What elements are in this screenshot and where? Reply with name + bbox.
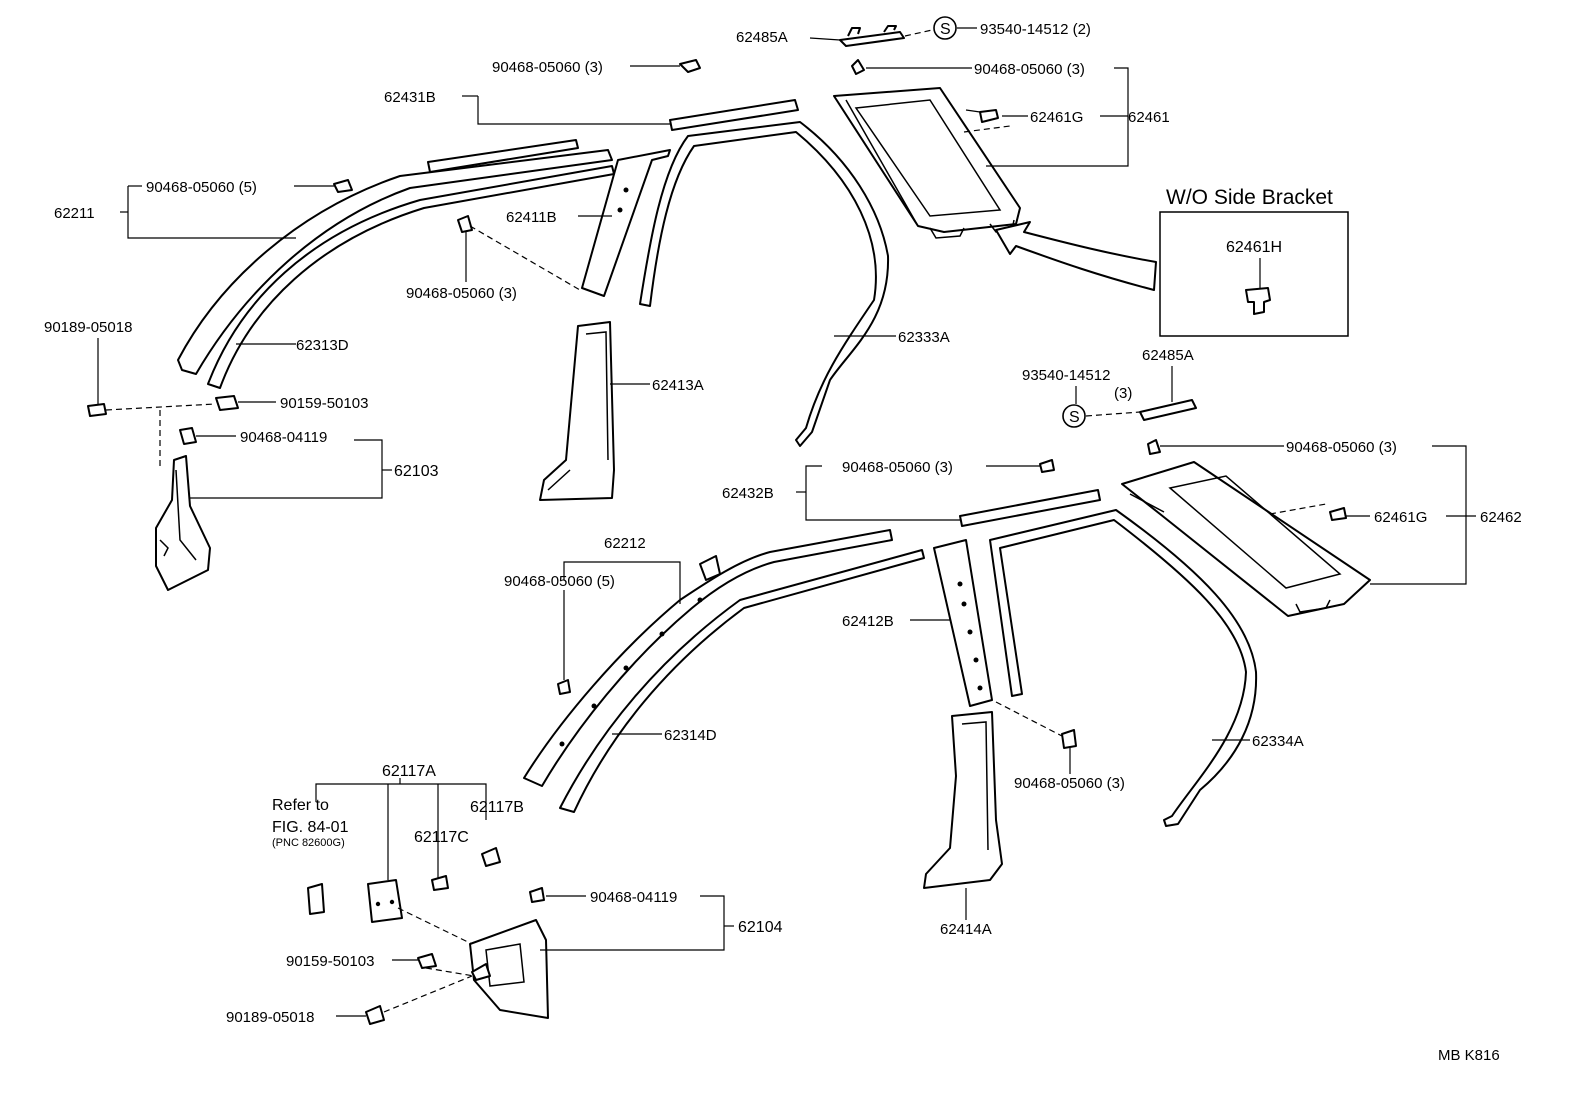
label-62413a: 62413A	[652, 377, 704, 394]
weatherstrip-62333a	[639, 121, 890, 447]
clip-icon	[1061, 729, 1077, 749]
bracket-62485a-mid	[1139, 399, 1197, 421]
label-62461g-bot: 62461G	[1374, 509, 1427, 526]
label-93540-14512-2: 93540-14512 (2)	[980, 21, 1091, 38]
label-62462: 62462	[1480, 509, 1522, 526]
cover-icon	[307, 883, 325, 915]
label-93540-14512: 93540-14512	[1022, 367, 1110, 384]
quarter-trim-62461	[833, 87, 1021, 239]
pillar-garnish-62412b	[933, 539, 993, 707]
label-62313d: 62313D	[296, 337, 349, 354]
clip-icon	[1039, 459, 1055, 473]
label-62117a: 62117A	[382, 763, 436, 780]
molding-62432b	[959, 489, 1101, 527]
label-90468-04119-a: 90468-04119	[240, 429, 327, 446]
label-62333a: 62333A	[898, 329, 950, 346]
label-90468-05060-a: 90468-05060 (3)	[492, 59, 603, 76]
weatherstrip-62314d	[559, 549, 925, 813]
label-62411b: 62411B	[506, 209, 557, 226]
bracket-62485a-top	[839, 25, 905, 47]
label-62414a: 62414A	[940, 921, 992, 938]
label-90189-05018-b: 90189-05018	[226, 1009, 314, 1026]
label-62117b: 62117B	[470, 799, 524, 816]
label-90468-04119-b: 90468-04119	[590, 889, 677, 906]
molding-62431b	[669, 99, 799, 131]
s-symbol-mid: S	[1062, 404, 1086, 428]
pillar-garnish-62411b	[581, 149, 671, 297]
label-62485a-top: 62485A	[736, 29, 788, 46]
clip-icon	[431, 875, 449, 891]
weatherstrip-62334a	[989, 509, 1258, 827]
inset-without-side-bracket: W/O Side Bracket 62461H	[1159, 186, 1349, 337]
label-90468-05060-c: 90468-05060 (3)	[406, 285, 517, 302]
label-62461: 62461	[1128, 109, 1170, 126]
kick-panel-62103	[155, 427, 211, 591]
label-90468-05060-b: 90468-05060 (3)	[974, 61, 1085, 78]
roof-molding-62212	[523, 529, 893, 787]
s-symbol-top: S	[933, 16, 957, 40]
label-62412b: 62412B	[842, 613, 894, 630]
label-62117c: 62117C	[414, 829, 469, 846]
bracket-62117a	[367, 879, 403, 923]
clip-icon	[557, 679, 571, 695]
clip-icon	[333, 179, 353, 193]
label-62334a: 62334A	[1252, 733, 1304, 750]
screw-icon	[215, 395, 239, 411]
svg-text:S: S	[940, 21, 951, 38]
screw-icon	[87, 403, 107, 417]
refer-to-line2: FIG. 84-01	[272, 819, 349, 836]
screw-icon	[417, 953, 437, 969]
label-62431b: 62431B	[384, 89, 436, 106]
kick-panel-62104	[469, 887, 549, 1019]
screw-icon	[365, 1005, 385, 1025]
diagram-code: MB K816	[1438, 1047, 1500, 1064]
label-90468-05060-5-b: 90468-05060 (5)	[504, 573, 615, 590]
bolt-icon	[1245, 287, 1271, 315]
label-90468-05060-e: 90468-05060 (3)	[842, 459, 953, 476]
label-3-paren: (3)	[1114, 385, 1132, 402]
inset-part-label: 62461H	[1226, 239, 1282, 256]
pillar-garnish-62413a	[539, 321, 615, 501]
label-62103: 62103	[394, 463, 439, 480]
clip-icon	[851, 59, 865, 75]
label-90468-05060-f: 90468-05060 (3)	[1014, 775, 1125, 792]
roof-molding-62211	[177, 139, 613, 375]
refer-to-line3: (PNC 82600G)	[272, 837, 345, 849]
clip-icon	[1147, 439, 1161, 455]
arrow-icon	[995, 221, 1157, 291]
label-90468-05060-d: 90468-05060 (3)	[1286, 439, 1397, 456]
clip-icon	[457, 215, 473, 233]
clip-icon	[481, 847, 501, 867]
label-62432b: 62432B	[722, 485, 774, 502]
refer-to-line1: Refer to	[272, 797, 329, 814]
label-90159-50103-a: 90159-50103	[280, 395, 368, 412]
label-90159-50103-b: 90159-50103	[286, 953, 374, 970]
svg-text:S: S	[1069, 409, 1080, 426]
pillar-garnish-62414a	[923, 711, 1003, 889]
label-62314d: 62314D	[664, 727, 717, 744]
label-90189-05018-a: 90189-05018	[44, 319, 132, 336]
label-90468-05060-5-a: 90468-05060 (5)	[146, 179, 257, 196]
screw-icon	[979, 109, 999, 123]
label-62211: 62211	[54, 205, 95, 222]
label-62461g-top: 62461G	[1030, 109, 1083, 126]
clip-icon	[679, 59, 701, 73]
label-62485a-mid: 62485A	[1142, 347, 1194, 364]
quarter-trim-62462	[1121, 461, 1371, 617]
screw-icon	[1329, 507, 1347, 521]
inset-title: W/O Side Bracket	[1166, 186, 1333, 209]
label-62212: 62212	[604, 535, 646, 552]
label-62104: 62104	[738, 919, 783, 936]
